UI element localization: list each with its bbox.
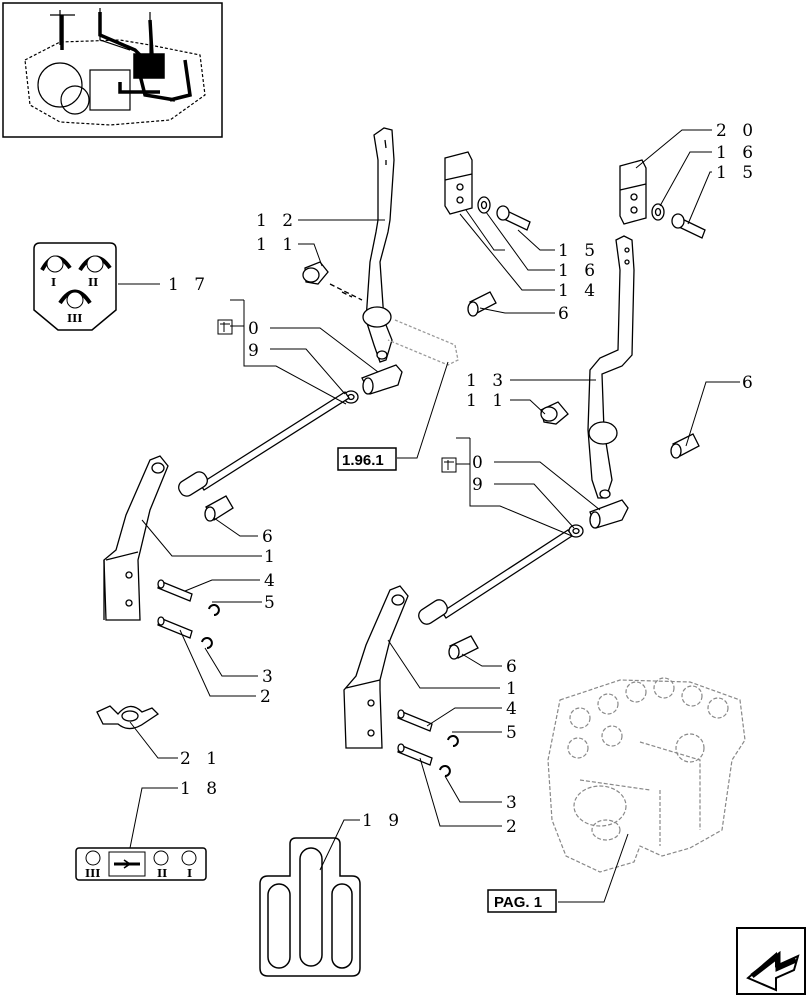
decal-17-gear-1: I (51, 276, 56, 289)
decal-17-gear-2: II (88, 276, 98, 289)
callout-18: 1 8 (180, 779, 222, 799)
callout-21: 2 1 (180, 749, 222, 769)
left-lever-assembly (103, 127, 459, 649)
callout-10: 0 (472, 453, 488, 473)
reference-box-pag-1[interactable]: PAG. 1 (487, 889, 557, 913)
callout-9: 9 (472, 475, 488, 495)
callout-1: 1 (506, 679, 522, 699)
callout-labels: 1 2 1 1 1 7 0 9 6 1 4 5 3 2 2 1 1 8 1 9 … (168, 121, 758, 837)
hydraulic-valve-ghost (547, 677, 746, 873)
reference-box-1-96-1[interactable]: 1.96.1 (337, 447, 397, 471)
bracket-20-group (619, 159, 706, 239)
reference-1-96-1-text: 1.96.1 (342, 452, 384, 469)
reference-pag-1-text: PAG. 1 (494, 894, 542, 911)
tractor-thumbnail-icon[interactable] (2, 2, 223, 138)
callout-11: 1 1 (256, 235, 298, 255)
decal-18: III II I (75, 847, 207, 881)
right-lever-assembly (343, 235, 700, 777)
bracket-marker-right (441, 457, 457, 473)
leader-lines (118, 129, 740, 903)
callout-1: 1 (264, 547, 280, 567)
decal-18-gear-1: III (85, 867, 100, 880)
callout-14: 1 4 (558, 281, 600, 301)
callout-19: 1 9 (362, 811, 404, 831)
callout-6: 6 (506, 657, 522, 677)
callout-20: 2 0 (716, 121, 758, 141)
callout-6: 6 (558, 304, 574, 324)
cover-19 (259, 837, 361, 977)
callout-11: 1 1 (466, 391, 508, 411)
callout-9: 9 (248, 341, 264, 361)
callout-13: 1 3 (466, 371, 508, 391)
decal-17-gear-3: III (67, 312, 82, 325)
callout-4: 4 (264, 571, 280, 591)
bracket-marker-left (217, 319, 233, 335)
callout-6: 6 (742, 373, 758, 393)
callout-17: 1 7 (168, 275, 210, 295)
callout-15: 1 5 (716, 163, 758, 183)
callout-2: 2 (260, 687, 276, 707)
callout-12: 1 2 (256, 211, 298, 231)
callout-16: 1 6 (716, 143, 758, 163)
callout-2: 2 (506, 817, 522, 837)
callout-10: 0 (248, 319, 264, 339)
bracket-14-group (444, 151, 531, 317)
callout-5: 5 (506, 723, 522, 743)
callout-16: 1 6 (558, 261, 600, 281)
callout-5: 5 (264, 593, 280, 613)
callout-3: 3 (262, 667, 278, 687)
decal-18-gear-2: II (157, 867, 167, 880)
callout-3: 3 (506, 793, 522, 813)
callout-6: 6 (262, 527, 278, 547)
decal-17: I II III (33, 242, 117, 331)
callout-4: 4 (506, 699, 522, 719)
decal-18-gear-3: I (187, 867, 192, 880)
next-page-arrow-icon[interactable] (736, 927, 806, 995)
callout-15: 1 5 (558, 241, 600, 261)
clamp-21 (96, 705, 160, 730)
